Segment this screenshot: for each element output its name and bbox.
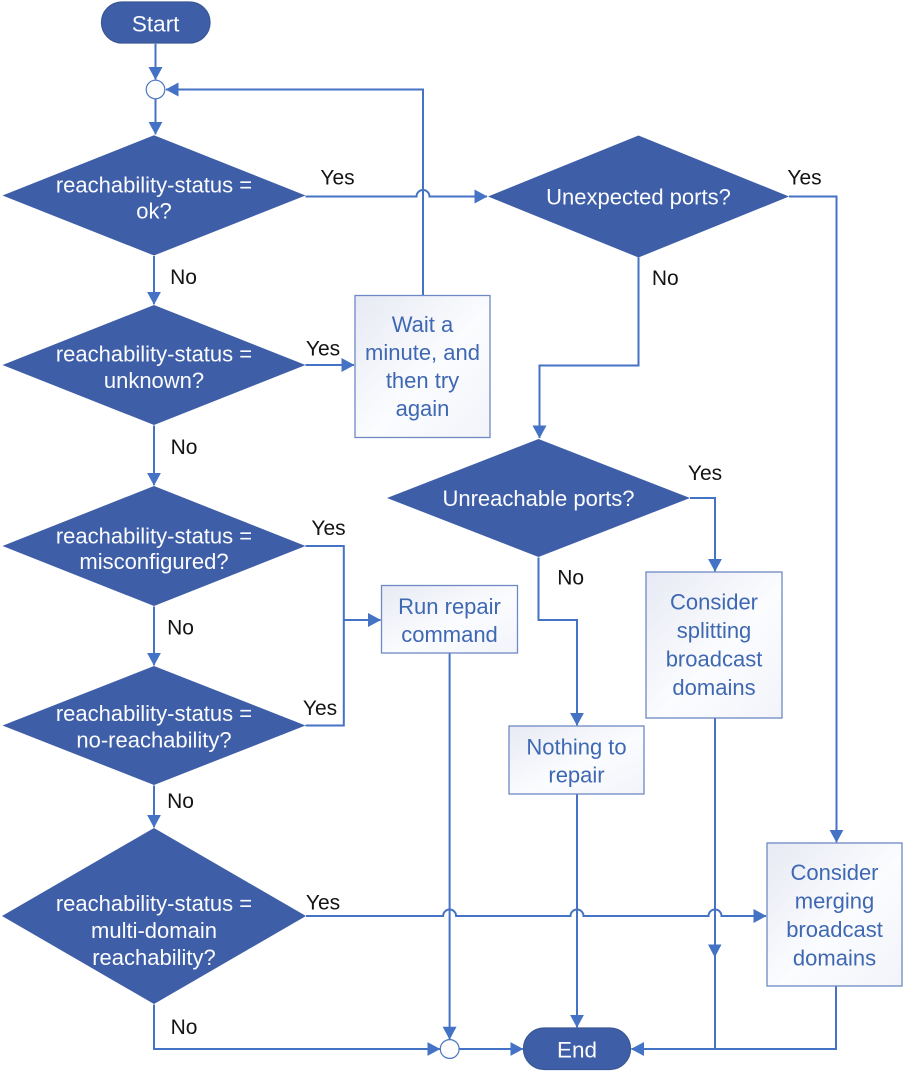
svg-text:command: command [401, 622, 498, 647]
svg-text:unknown?: unknown? [104, 368, 204, 393]
svg-text:no-reachability?: no-reachability? [76, 728, 231, 753]
svg-text:Unreachable ports?: Unreachable ports? [442, 486, 634, 511]
svg-text:Nothing to: Nothing to [526, 735, 626, 760]
svg-text:No: No [170, 266, 197, 289]
svg-text:reachability-status =: reachability-status = [56, 342, 252, 367]
svg-text:reachability-status =: reachability-status = [56, 891, 252, 916]
svg-text:Consider: Consider [790, 860, 878, 885]
svg-text:No: No [171, 1016, 198, 1039]
svg-text:Yes: Yes [688, 462, 722, 485]
svg-text:No: No [167, 790, 194, 813]
svg-text:broadcast: broadcast [666, 647, 763, 672]
svg-text:domains: domains [672, 675, 755, 700]
svg-text:reachability?: reachability? [92, 945, 216, 970]
svg-text:Run repair: Run repair [398, 594, 501, 619]
svg-text:Yes: Yes [306, 892, 340, 915]
svg-text:splitting: splitting [677, 618, 752, 643]
svg-text:Yes: Yes [306, 338, 340, 361]
svg-text:Yes: Yes [303, 697, 337, 720]
svg-text:merging: merging [795, 889, 874, 914]
svg-text:multi-domain: multi-domain [91, 918, 217, 943]
svg-text:Start: Start [132, 12, 180, 37]
svg-text:again: again [396, 396, 450, 421]
svg-text:reachability-status =: reachability-status = [56, 701, 252, 726]
svg-text:broadcast: broadcast [786, 917, 883, 942]
svg-text:End: End [557, 1038, 597, 1063]
svg-text:ok?: ok? [136, 199, 171, 224]
svg-text:Yes: Yes [787, 167, 821, 190]
svg-text:then try: then try [386, 368, 459, 393]
svg-text:No: No [652, 267, 679, 290]
svg-text:Yes: Yes [311, 517, 345, 540]
svg-text:reachability-status =: reachability-status = [56, 173, 252, 198]
svg-text:Yes: Yes [320, 167, 354, 190]
svg-text:No: No [167, 617, 194, 640]
svg-text:Unexpected ports?: Unexpected ports? [546, 185, 731, 210]
svg-text:misconfigured?: misconfigured? [79, 549, 228, 574]
svg-text:Consider: Consider [670, 590, 758, 615]
svg-text:reachability-status =: reachability-status = [56, 524, 252, 549]
svg-text:minute, and: minute, and [365, 340, 480, 365]
svg-text:domains: domains [793, 946, 876, 971]
svg-text:No: No [557, 567, 584, 590]
svg-text:No: No [171, 436, 198, 459]
svg-text:Wait a: Wait a [392, 312, 454, 337]
svg-text:repair: repair [548, 763, 604, 788]
